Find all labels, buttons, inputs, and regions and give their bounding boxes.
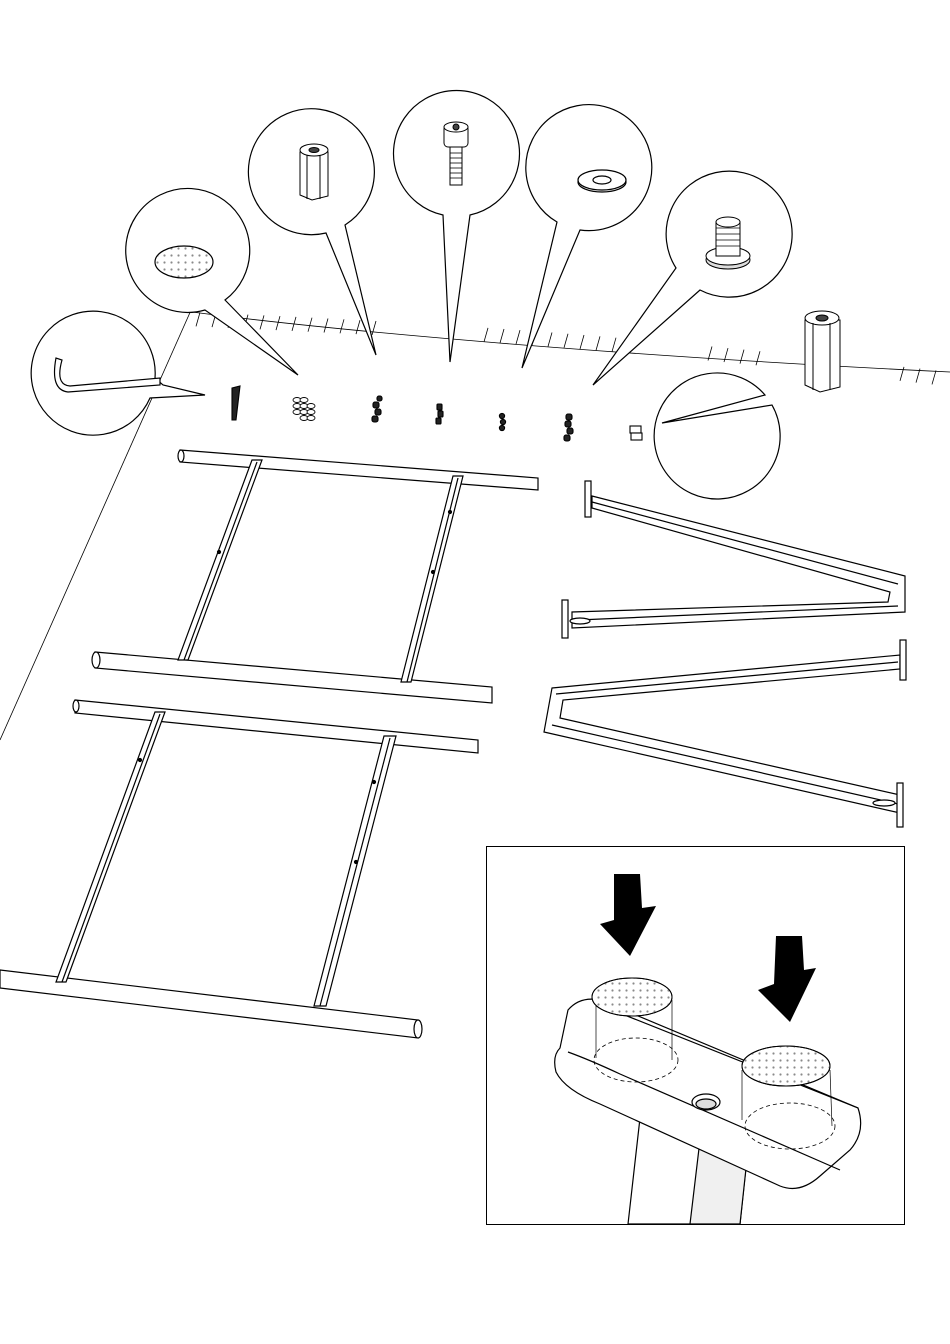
fringe-tick [612,338,616,352]
fringe-tick [596,336,600,350]
callouts [31,90,840,498]
screws-part [436,404,443,424]
long-nuts-part [630,426,642,440]
glides-part [564,414,573,441]
fringe-tick [548,333,552,347]
fringe-tick [564,334,568,348]
fringe-tick [260,315,264,329]
frame-lower [0,700,478,1038]
long-connector-nut-icon [805,311,840,392]
callout-washer [522,105,652,368]
hardware-row [232,386,642,441]
fringe-tick [580,335,584,349]
connector-nut-icon [300,144,328,200]
washer-icon [578,170,626,192]
allen-key-part [232,386,240,420]
side-leg-lower [544,640,906,827]
nuts-part [372,396,382,422]
fringe-tick [500,329,504,343]
fringe-tick [900,367,904,381]
fringe-tick [724,348,728,362]
felt-pad-icon [155,246,213,278]
fringe-tick [308,318,312,332]
felt-pads-part [293,398,315,421]
washers-part [499,413,505,430]
fringe-tick [356,320,360,334]
fringe-tick [276,316,280,330]
fringe-tick [196,312,200,326]
fringe-tick [484,328,488,342]
fringe-tick [372,321,376,335]
frame-upper [92,450,538,703]
fringe-tick [340,319,344,333]
callout-long-connector-nut [654,311,840,499]
felt-pad-left [592,978,672,1016]
fringe-tick [756,351,760,365]
fringe-tick [740,350,744,364]
side-leg-upper [562,481,905,638]
fringe-tick [932,370,936,384]
fringe-tick [324,318,328,332]
felt-pad-right [742,1046,830,1086]
callout-cap-screw [394,90,520,362]
detail-inset [487,847,905,1225]
callout-allen-key [31,311,205,435]
fringe-tick [516,330,520,344]
